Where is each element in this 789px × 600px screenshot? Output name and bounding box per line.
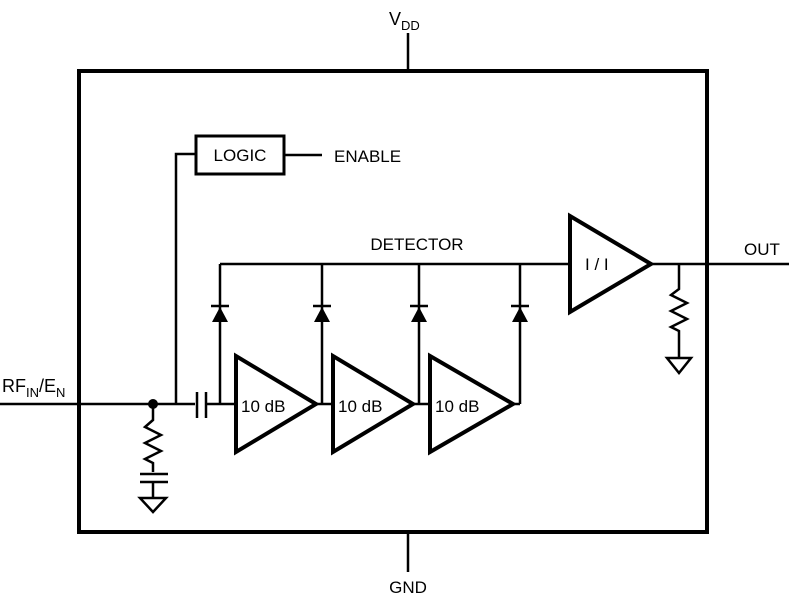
chip-outline — [77, 69, 709, 534]
gain-stage-2-label: 10 dB — [338, 397, 382, 416]
gain-stage-2: 10 dB — [331, 352, 417, 456]
gain-stage-3-label: 10 dB — [435, 397, 479, 416]
output-load-resistor — [668, 264, 690, 357]
output-ground-icon — [664, 356, 694, 376]
enable-label: ENABLE — [334, 147, 401, 166]
detector-label: DETECTOR — [370, 235, 463, 254]
vdd-label: VDD — [389, 9, 420, 33]
detector-diode-2 — [313, 264, 331, 404]
rf-in-label: RFIN/EN — [2, 376, 65, 400]
detector-diode-3 — [410, 264, 428, 404]
input-resistor — [142, 404, 164, 472]
gain-stage-1-label: 10 dB — [241, 397, 285, 416]
gnd-label: GND — [389, 578, 427, 597]
logic-label: LOGIC — [214, 146, 267, 165]
detector-diode-1 — [211, 264, 229, 404]
gain-stage-3: 10 dB — [428, 352, 517, 456]
input-ground-icon — [137, 496, 169, 514]
logic-input-wire — [174, 152, 196, 404]
output-amplifier — [568, 212, 655, 316]
detector-diode-4 — [511, 264, 529, 404]
gain-stage-1: 10 dB — [234, 352, 320, 456]
out-label: OUT — [744, 240, 780, 259]
output-amp-label: I / I — [585, 255, 609, 274]
